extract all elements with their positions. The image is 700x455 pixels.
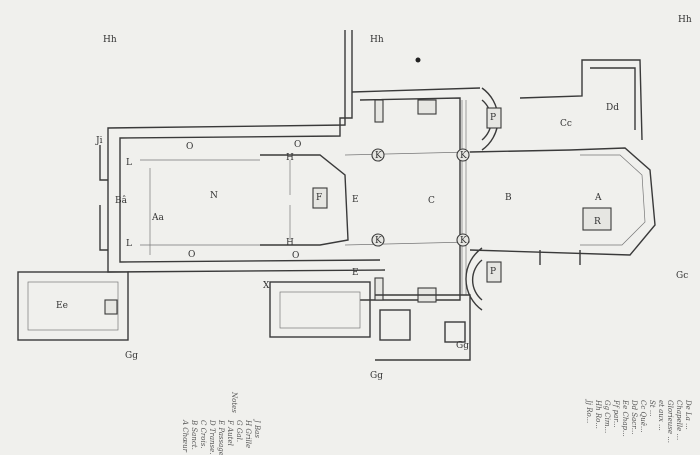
legend-item: De La ... — [684, 399, 692, 430]
label-o2: O — [294, 140, 301, 150]
legend-item: E Passage — [217, 419, 225, 455]
label-p-bottom: P — [490, 267, 496, 277]
legend-item: J Bas — [253, 418, 261, 438]
label-h-top: H — [286, 153, 294, 163]
label-x: X — [263, 281, 270, 291]
label-gg-left: Gg — [125, 351, 138, 361]
legend-item: St ... — [648, 400, 656, 417]
legend-item: D Transe. — [208, 419, 216, 455]
label-c: C — [428, 196, 435, 206]
label-p-top: P — [490, 113, 496, 123]
legend-item: B Sanct. — [190, 419, 198, 450]
transept-walls — [351, 87, 481, 303]
legend-item: F Autel — [226, 419, 234, 446]
label-l-bottom: L — [126, 239, 132, 249]
legend-right-items: De La ... Chapelle ... Glorieuse ... et … — [585, 398, 692, 443]
label-dd: Dd — [606, 103, 619, 113]
legend-left-items: A Chœur B Sanct. C Crois. D Transe. E Pa… — [181, 418, 261, 455]
label-gg-right: Gg — [456, 341, 469, 351]
label-e-bottom: E — [352, 268, 359, 278]
plan-labels: Hh Hh Hh Ji N A B C R Dd Cc Ee Gg Gg Gg … — [56, 15, 692, 381]
legend-title: Notes — [230, 391, 238, 413]
nave-walls — [99, 30, 386, 273]
label-k3: K — [460, 151, 467, 161]
legend-item: H Grille — [244, 419, 252, 448]
legend-item: A Chœur — [181, 419, 189, 453]
legend-item: Dd Sacr... — [630, 399, 638, 434]
label-k2: K — [375, 236, 382, 246]
legend-item: Glorieuse ... — [666, 400, 674, 443]
label-r: R — [594, 217, 601, 227]
label-a: A — [594, 193, 602, 203]
label-o1: O — [186, 142, 193, 152]
label-ji: Ji — [95, 136, 103, 146]
label-aa: Aa — [151, 213, 164, 223]
side-chapels — [465, 59, 643, 311]
label-k4: K — [460, 236, 467, 246]
legend-item: Ee Chap... — [621, 399, 629, 437]
label-b: B — [505, 193, 512, 203]
label-l-top: L — [126, 158, 132, 168]
label-gg-mid: Gg — [370, 371, 383, 381]
choir-apse — [469, 147, 656, 265]
legend-left: Notes — [230, 391, 238, 413]
label-nave: N — [210, 191, 218, 201]
label-hh-right: Hh — [678, 15, 692, 25]
label-ba: Bâ — [115, 195, 128, 206]
label-hh-left: Hh — [103, 35, 117, 45]
label-gc: Gc — [676, 271, 688, 281]
legend-item: Ff par... — [612, 399, 620, 428]
legend-item: Gg Cim... — [603, 400, 611, 433]
legend-item: Jj Ro... — [585, 398, 593, 423]
ink-dot — [415, 57, 421, 63]
legend-item: Chapelle ... — [675, 400, 683, 440]
legend-item: Hh Ro... — [594, 399, 602, 429]
legend-item: Cc Quê... — [639, 400, 647, 433]
label-ee: Ee — [56, 301, 68, 311]
label-cc: Cc — [560, 119, 572, 129]
label-hh-mid: Hh — [370, 35, 384, 45]
label-f: F — [316, 193, 322, 203]
legend-item: G Gal. — [235, 420, 243, 442]
label-o3: O — [188, 250, 195, 260]
choir-enclosure — [260, 151, 471, 246]
legend-item: et aux ... — [657, 400, 665, 431]
label-e-top: E — [352, 195, 359, 205]
label-k1: K — [375, 151, 382, 161]
label-h-bottom: H — [286, 238, 294, 248]
label-o4: O — [292, 251, 299, 261]
legend-item: C Crois. — [199, 420, 207, 449]
lower-rooms — [17, 271, 471, 361]
